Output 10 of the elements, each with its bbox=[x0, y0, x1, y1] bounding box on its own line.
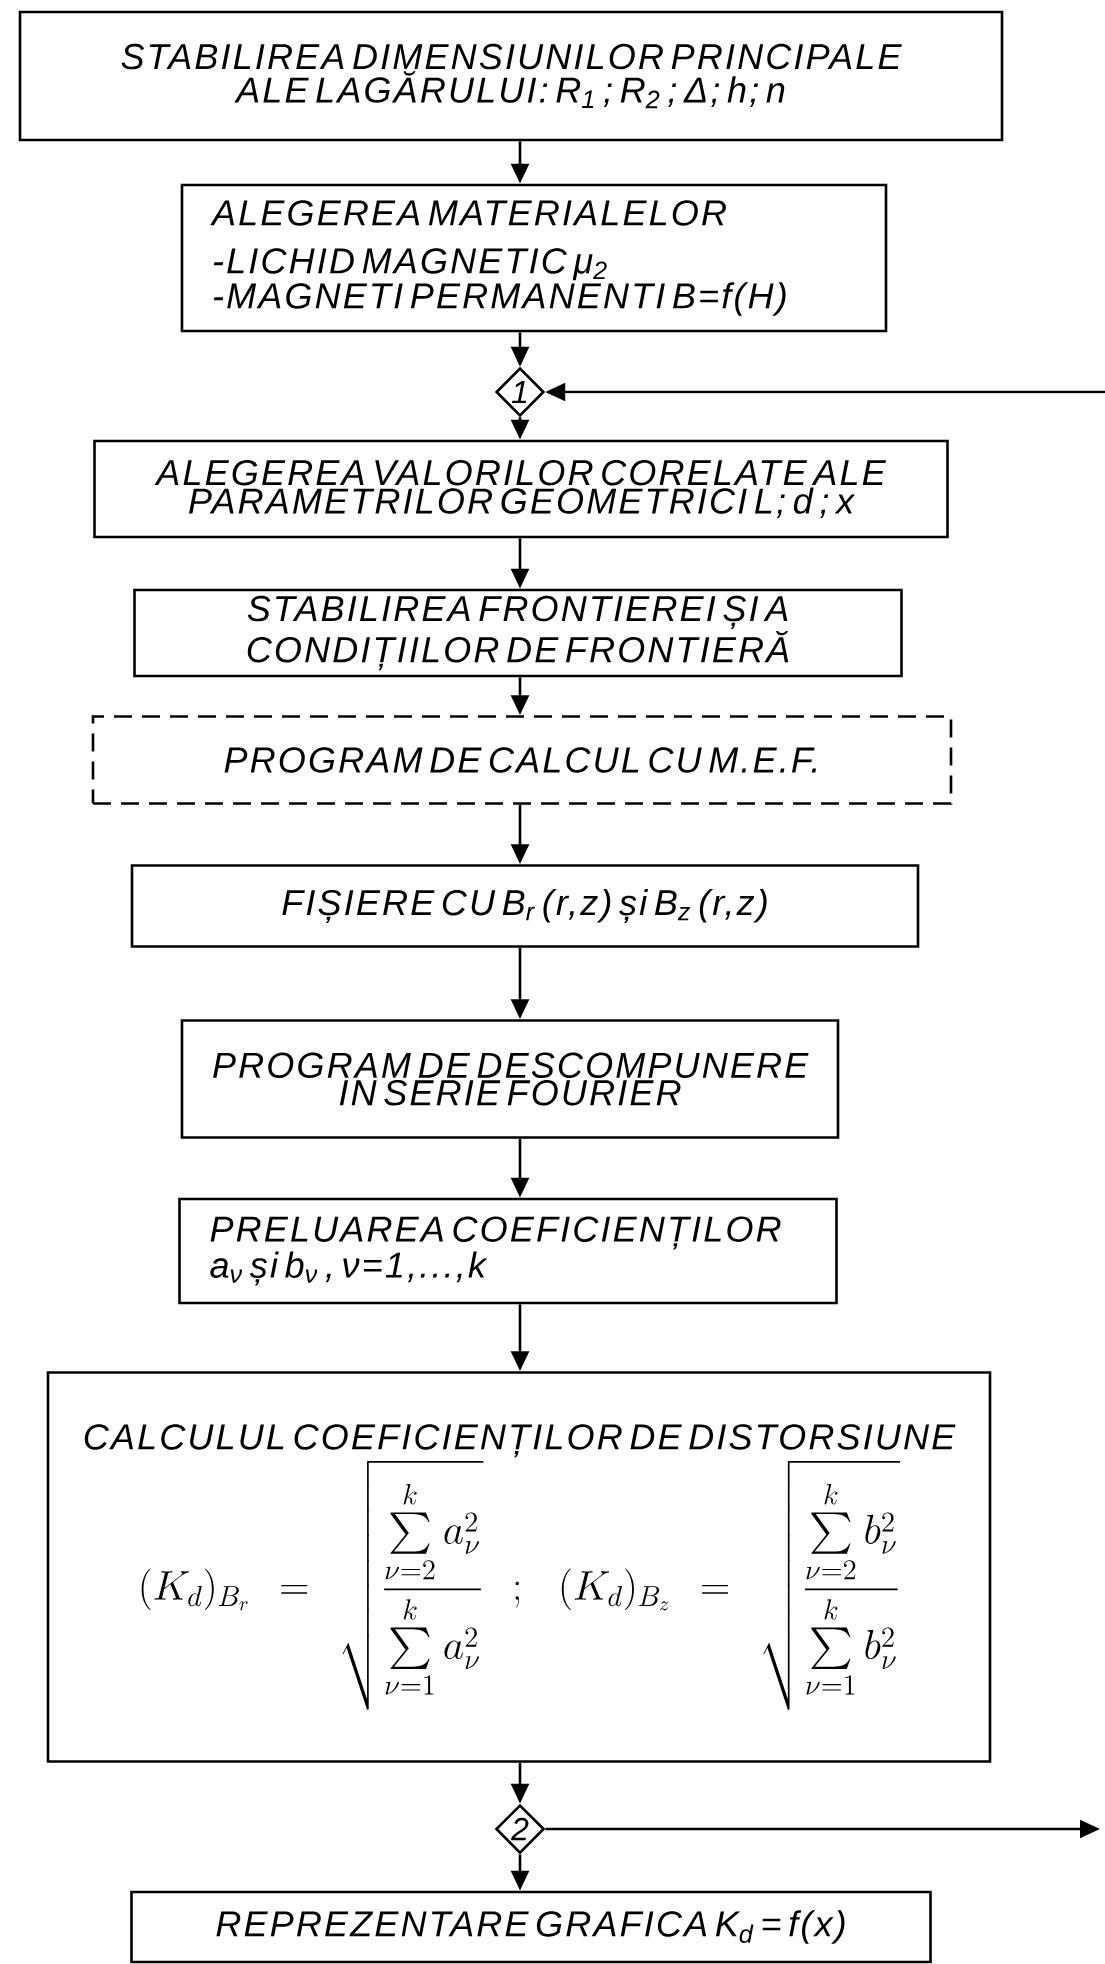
process-box: CALCULUL COEFICIENȚILOR DE DISTORSIUNE $(K_d)_{B_r}=\sqrt{\frac{\sum\limits_{\nu=2}^{k} a_{\nu}^{2}}{\sum\limits_{\nu=1}^{k} a_{\nu}^{2}}}\;;\;(K_d)_{B_z}=\sqrt{\frac{\sum\limits_{\nu=2}^{k} b_{\nu}^{2}}{\sum\limits_{\nu=1}^{k} b_{\nu}^{2}}}$ bbox=[46, 1371, 992, 1763]
process-box: PROGRAM DE DESCOMPUNERE IN SERIE FOURIER bbox=[180, 1019, 840, 1139]
process-box: STABILIREA DIMENSIUNILOR PRINCIPALE ALE LAGĂRULUI: R$_{1}$ ; R$_{2}$ ; Δ; h; n bbox=[18, 10, 1004, 142]
process-box: REPREZENTARE GRAFICA K$_{d}$ = f(x) bbox=[130, 1890, 932, 1964]
process-box: FIȘIERE CU B$_{r}$ (r,z) și B$_{z}$ (r,z) bbox=[130, 864, 920, 948]
process-box: PRELUAREA COEFICIENȚILOR a$_{ν}$ și b$_{ν}$ , ν=1,...,k bbox=[178, 1197, 838, 1305]
process-box: ALEGEREA VALORILOR CORELATE ALE PARAMETRILOR GEOMETRICI L; d ; x bbox=[93, 439, 949, 539]
process-box: ALEGEREA MATERIALELOR -LICHID MAGNETIC μ$_{2}$ -MAGNETI PERMANENTI B=f(H) bbox=[180, 183, 888, 333]
dashed-process-box: PROGRAM DE CALCUL CU M.E.F. bbox=[91, 715, 953, 805]
process-box: STABILIREA FRONTIEREI ȘI A CONDIȚIILOR DE FRONTIERĂ bbox=[133, 588, 903, 678]
